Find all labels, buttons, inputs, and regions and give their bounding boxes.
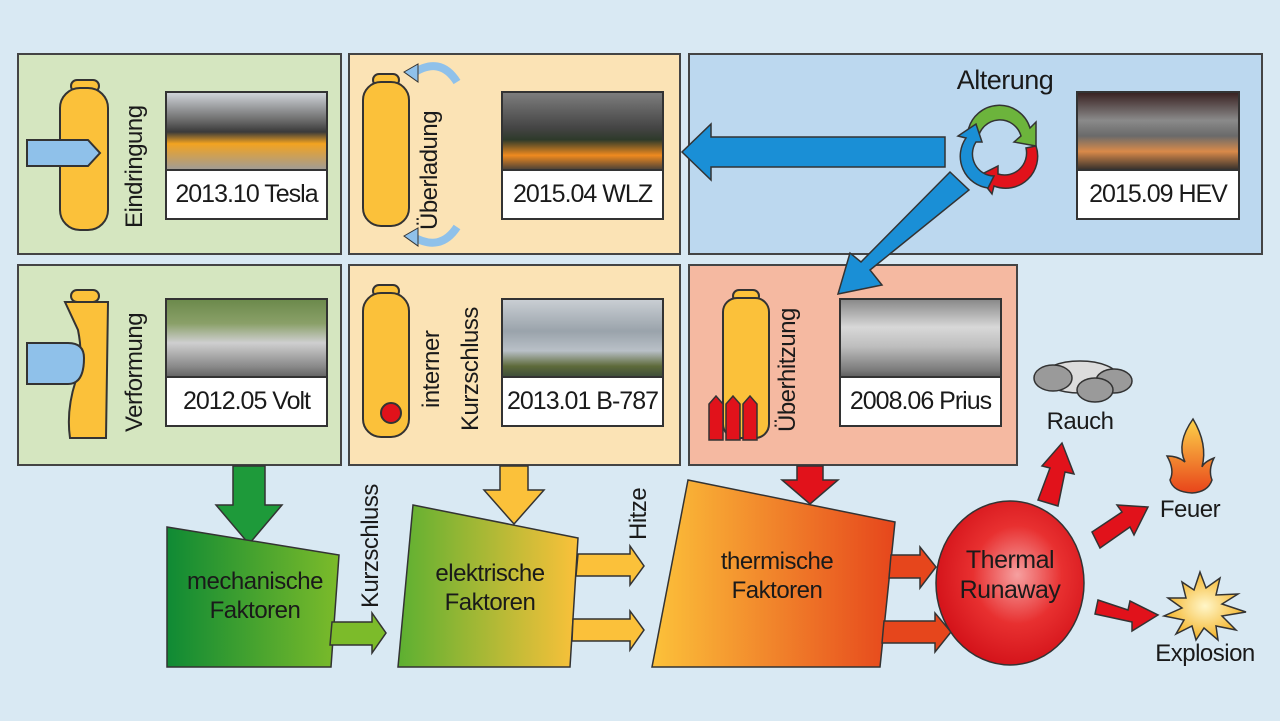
aging-to-overcharge-arrow (680, 122, 946, 182)
label-kurzschluss-line2: Kurzschluss (457, 307, 484, 431)
mechanical-factors-shape (166, 526, 340, 668)
thermal-factors-label: thermische Faktoren (692, 548, 862, 606)
mechanical-factors-line2: Faktoren (209, 596, 301, 624)
fire-icon (1165, 417, 1216, 494)
smoke-cloud-icon (1033, 360, 1133, 403)
short-circuit-dot-icon (380, 402, 402, 424)
label-rauch: Rauch (1046, 408, 1114, 435)
therm-to-runaway-arrow-top (888, 544, 937, 591)
label-link-kurzschluss: Kurzschluss (357, 484, 384, 608)
mechanical-down-arrow (214, 465, 284, 546)
photo-prius: 2008.06 Prius (839, 298, 1002, 427)
photo-volt: 2012.05 Volt (165, 298, 328, 427)
mechanical-factors-line1: mechanische (187, 568, 323, 595)
photo-b787: 2013.01 B-787 (501, 298, 664, 427)
photo-wlz: 2015.04 WLZ (501, 91, 664, 220)
photo-b787-caption: 2013.01 B-787 (503, 375, 662, 425)
electrical-factors-line1: elektrische (435, 560, 545, 587)
battery-cell-overcharge-icon (362, 62, 461, 247)
thermal-runaway-line2: Runaway (959, 576, 1061, 604)
battery-cell-overheat-icon (708, 289, 770, 441)
photo-tesla-image (167, 93, 326, 171)
thermal-down-arrow (779, 465, 841, 505)
thermal-factors-line1: thermische (720, 548, 834, 575)
photo-hev-caption: 2015.09 HEV (1078, 168, 1238, 218)
thermal-runaway-line1: Thermal (965, 546, 1055, 574)
electrical-down-arrow (482, 465, 546, 526)
label-ueberhitzung: Überhitzung (774, 308, 801, 432)
crush-plate-icon (26, 342, 86, 385)
electrical-factors-line2: Faktoren (444, 588, 536, 616)
thermal-factors-shape (651, 479, 896, 668)
photo-tesla-caption: 2013.10 Tesla (167, 168, 326, 218)
photo-hev-image (1078, 93, 1238, 171)
runaway-to-explosion-arrow (1094, 599, 1160, 633)
label-link-hitze: Hitze (625, 487, 652, 540)
thermal-factors-line2: Faktoren (731, 576, 823, 604)
photo-wlz-image (503, 93, 662, 171)
photo-prius-caption: 2008.06 Prius (841, 375, 1000, 425)
aging-to-overheat-arrow (836, 170, 971, 295)
battery-cell-penetration-icon (26, 79, 109, 231)
thermal-runaway-label: Thermal Runaway (955, 545, 1065, 605)
battery-cell-deformed-icon (26, 289, 110, 439)
photo-volt-image (167, 300, 326, 378)
aging-cycle-icon (956, 104, 1039, 196)
label-explosion: Explosion (1155, 640, 1255, 667)
label-kurzschluss-line1: interner (418, 330, 445, 408)
label-alterung: Alterung (956, 65, 1054, 95)
therm-to-runaway-arrow-bottom (881, 610, 952, 655)
mech-to-elec-arrow (329, 610, 387, 656)
battery-cell-short-icon (362, 284, 410, 438)
photo-prius-image (841, 300, 1000, 378)
photo-hev: 2015.09 HEV (1076, 91, 1240, 220)
elec-to-therm-arrow-top (575, 543, 645, 588)
label-eindringung: Eindringung (121, 105, 148, 228)
nail-arrow-icon (26, 139, 102, 167)
photo-tesla: 2013.10 Tesla (165, 91, 328, 220)
electrical-factors-shape (397, 504, 579, 668)
elec-to-therm-arrow-bottom (571, 608, 645, 653)
photo-volt-caption: 2012.05 Volt (167, 375, 326, 425)
runaway-to-fire-arrow (1091, 504, 1150, 550)
runaway-to-smoke-arrow (1037, 441, 1076, 507)
label-verformung: Verformung (121, 312, 148, 432)
photo-wlz-caption: 2015.04 WLZ (503, 168, 662, 218)
photo-b787-image (503, 300, 662, 378)
thermal-runaway-circle (935, 500, 1085, 666)
label-feuer: Feuer (1159, 496, 1221, 523)
electrical-factors-label: elektrische Faktoren (410, 560, 570, 618)
heat-arrows-icon (708, 394, 758, 441)
mechanical-factors-label: mechanische Faktoren (170, 568, 340, 626)
label-ueberladung: Überladung (416, 110, 443, 230)
explosion-icon (1161, 569, 1247, 642)
